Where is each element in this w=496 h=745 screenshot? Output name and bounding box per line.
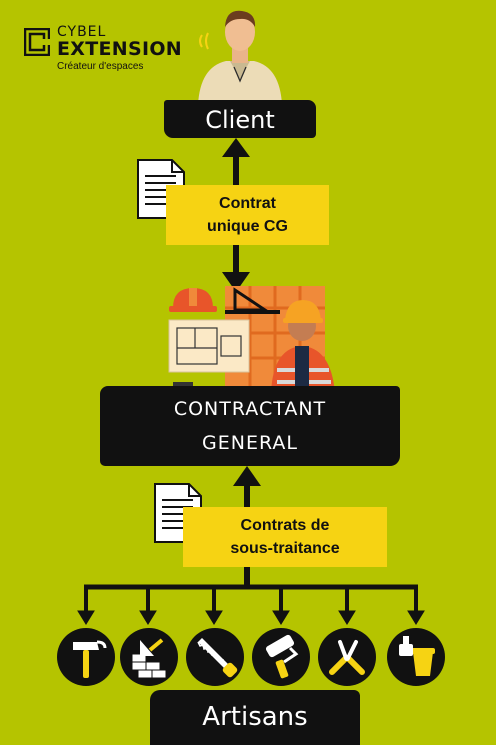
construction-illustration — [168, 286, 335, 393]
client-illustration — [198, 10, 282, 105]
logo-mark-icon — [24, 28, 50, 56]
paint-roller-icon — [252, 628, 310, 686]
paint-bucket-icon — [387, 628, 445, 686]
client-label: Client — [164, 100, 316, 138]
logo: CYBEL EXTENSION Créateur d'espaces — [24, 24, 184, 76]
contract-main-line1: Contrat — [219, 195, 276, 212]
artisans-label: Artisans — [150, 690, 360, 745]
saw-icon — [186, 628, 244, 686]
contract-sub-box: Contrats de sous-traitance — [183, 507, 387, 567]
contract-sub-line1: Contrats de — [240, 517, 330, 534]
contractant-general-line2: GENERAL — [202, 432, 298, 454]
contract-main-box: Contrat unique CG — [166, 185, 329, 245]
contractant-general-label: CONTRACTANT GENERAL — [100, 386, 400, 466]
logo-line1: CYBEL — [57, 24, 107, 40]
contractant-general-line1: CONTRACTANT — [173, 398, 327, 420]
hammer-icon — [57, 628, 115, 686]
masonry-trowel-icon — [120, 628, 178, 686]
logo-line2: EXTENSION — [57, 38, 182, 60]
contract-sub-line2: sous-traitance — [230, 540, 340, 557]
pliers-icon — [318, 628, 376, 686]
contract-main-line2: unique CG — [207, 218, 288, 235]
logo-tagline: Créateur d'espaces — [57, 61, 144, 72]
